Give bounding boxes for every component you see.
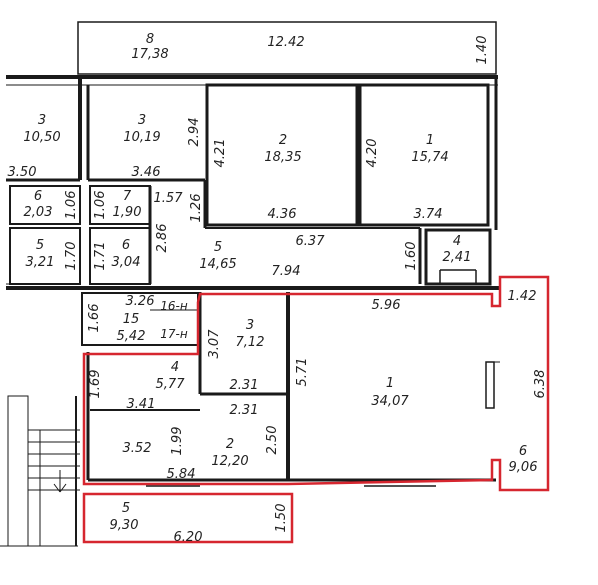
room-number: 5 bbox=[214, 240, 222, 255]
room-area: 34,07 bbox=[371, 394, 409, 409]
room-area: 10,50 bbox=[23, 130, 60, 145]
dimension: 7.94 bbox=[272, 264, 301, 279]
room-area: 10,19 bbox=[123, 130, 160, 145]
room-area: 5,42 bbox=[117, 329, 146, 344]
dimension: 1.06 bbox=[93, 191, 108, 220]
room-number: 5 bbox=[122, 501, 130, 516]
dimension: 4.36 bbox=[268, 207, 297, 222]
dimension: 3.26 bbox=[126, 294, 155, 309]
dimension: 3.50 bbox=[8, 165, 37, 180]
room-area: 3,21 bbox=[26, 255, 55, 270]
room-number: 3 bbox=[246, 318, 254, 333]
room-number: 4 bbox=[453, 234, 461, 249]
room-area: 14,65 bbox=[199, 257, 236, 272]
room-area: 9,30 bbox=[110, 518, 139, 533]
dimension: 1.06 bbox=[64, 191, 79, 220]
room-number: 2 bbox=[279, 133, 287, 148]
room-area: 18,35 bbox=[264, 150, 301, 165]
dimension: 5.96 bbox=[372, 298, 401, 313]
room-number: 6 bbox=[34, 189, 42, 204]
room-area: 5,77 bbox=[156, 377, 186, 392]
room-number: 3 bbox=[138, 113, 146, 128]
room-number: 7 bbox=[123, 189, 132, 204]
room-area: 3,04 bbox=[112, 255, 141, 270]
dimension: 3.74 bbox=[414, 207, 443, 222]
highlighted-unit-outline bbox=[82, 275, 550, 544]
room-number: 8 bbox=[146, 32, 154, 47]
dimension: 1.70 bbox=[64, 242, 79, 271]
room-number: 6 bbox=[519, 444, 527, 459]
room-area: 9,06 bbox=[509, 460, 538, 475]
dimension: 1.60 bbox=[404, 242, 419, 271]
dimension: 2.50 bbox=[265, 426, 280, 455]
room-area: 1,90 bbox=[113, 205, 142, 220]
dimension: 3.41 bbox=[127, 397, 156, 412]
room-number: 1 bbox=[386, 376, 394, 391]
dimension: 5.84 bbox=[167, 467, 196, 482]
dimension: 1.40 bbox=[475, 36, 490, 65]
room-area: 15,74 bbox=[411, 150, 448, 165]
dimension-labels: 12.42 1.40 2.94 4.21 4.20 3.50 3.46 4.36… bbox=[8, 35, 548, 545]
dimension: 2.94 bbox=[187, 118, 202, 147]
dimension: 1.42 bbox=[508, 289, 537, 304]
room-number: 3 bbox=[38, 113, 46, 128]
room-number: 15 bbox=[123, 312, 140, 327]
walls bbox=[0, 21, 500, 547]
dimension: 1.50 bbox=[274, 504, 289, 533]
dimension: 5.71 bbox=[295, 358, 310, 387]
room-number: 4 bbox=[171, 360, 179, 375]
dimension: 6.37 bbox=[296, 234, 326, 249]
dimension: 1.66 bbox=[87, 304, 102, 333]
unit-label: 17-н bbox=[160, 327, 188, 341]
unit-label: 16-н bbox=[160, 299, 188, 313]
dimension: 2.86 bbox=[155, 224, 170, 253]
dimension: 12.42 bbox=[267, 35, 304, 50]
room-area: 7,12 bbox=[236, 335, 265, 350]
room-area: 2,41 bbox=[443, 250, 472, 265]
dimension: 4.21 bbox=[213, 139, 228, 168]
dimension: 1.57 bbox=[154, 191, 184, 206]
room-labels: 8 17,38 3 10,50 3 10,19 2 18,35 1 15,74 … bbox=[23, 32, 537, 533]
dimension: 3.46 bbox=[132, 165, 161, 180]
room-number: 5 bbox=[36, 238, 44, 253]
dimension: 1.99 bbox=[170, 427, 185, 456]
dimension: 1.26 bbox=[189, 194, 204, 223]
room-number: 1 bbox=[426, 133, 434, 148]
room-number: 6 bbox=[122, 238, 130, 253]
dimension: 3.52 bbox=[123, 441, 152, 456]
room-number: 2 bbox=[226, 437, 234, 452]
dimension: 1.69 bbox=[88, 370, 103, 399]
room-area: 17,38 bbox=[131, 47, 168, 62]
dimension: 2.31 bbox=[230, 403, 259, 418]
dimension: 1.71 bbox=[93, 242, 108, 271]
room-area: 12,20 bbox=[211, 454, 248, 469]
dimension: 4.20 bbox=[365, 139, 380, 168]
dimension: 6.38 bbox=[533, 370, 548, 399]
dimension: 6.20 bbox=[174, 530, 203, 545]
room-area: 2,03 bbox=[24, 205, 53, 220]
dimension: 3.07 bbox=[207, 329, 222, 359]
dimension: 2.31 bbox=[230, 378, 259, 393]
